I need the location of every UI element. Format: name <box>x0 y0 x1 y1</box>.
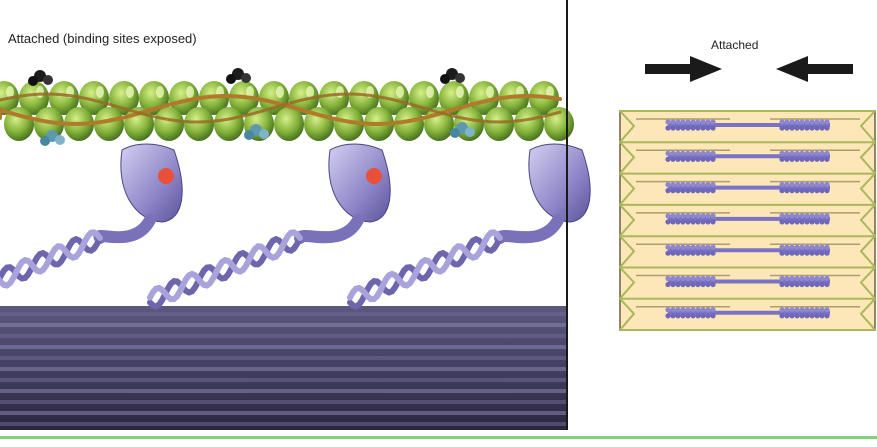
actin-bead <box>484 107 514 141</box>
left-arrow-icon <box>645 56 722 82</box>
myosin-head <box>120 143 183 223</box>
myosin-tail-strand <box>347 235 503 310</box>
actin-bead <box>184 107 214 141</box>
myosin-tail-strand <box>147 235 303 310</box>
thick-filament <box>0 306 566 430</box>
actin-bead <box>514 107 544 141</box>
myosin-tail-strand <box>147 229 303 303</box>
myosin-tail-strand <box>0 229 103 289</box>
myosin-neck <box>494 214 564 244</box>
actin-bead <box>334 107 364 141</box>
myosin-neck <box>294 214 364 244</box>
binding-site-dot <box>366 168 382 184</box>
actin-bead <box>394 107 424 141</box>
troponin-complex <box>40 130 65 146</box>
binding-site-dot <box>158 168 174 184</box>
troponin-complex <box>440 68 465 84</box>
sarcomere <box>619 110 876 331</box>
left-panel-label: Attached (binding sites exposed) <box>8 31 197 46</box>
troponin-complex <box>244 124 269 140</box>
actin-filament <box>0 68 574 146</box>
myosin-tail-strand <box>347 229 503 303</box>
myosin-molecule <box>347 143 591 310</box>
tropomyosin-strand <box>0 92 562 124</box>
myosin-molecules <box>0 143 591 310</box>
myosin-molecule <box>147 143 391 310</box>
actin-bead <box>154 107 184 141</box>
actin-bead <box>94 107 124 141</box>
actin-bead <box>214 107 244 141</box>
bottom-rule <box>0 436 877 439</box>
myosin-molecule <box>0 143 183 289</box>
actin-bead <box>274 107 304 141</box>
tropomyosin-strand <box>0 94 562 126</box>
myosin-head <box>528 143 591 223</box>
panel-divider <box>566 0 568 430</box>
troponin-complex <box>226 68 251 84</box>
myosin-neck <box>93 214 156 244</box>
myosin-tail-strand <box>0 235 103 285</box>
myosin-head <box>328 143 391 223</box>
right-arrow-icon <box>776 56 853 82</box>
right-panel-label: Attached <box>711 38 759 52</box>
troponin-complex <box>450 122 475 138</box>
troponin-complex <box>28 70 53 86</box>
